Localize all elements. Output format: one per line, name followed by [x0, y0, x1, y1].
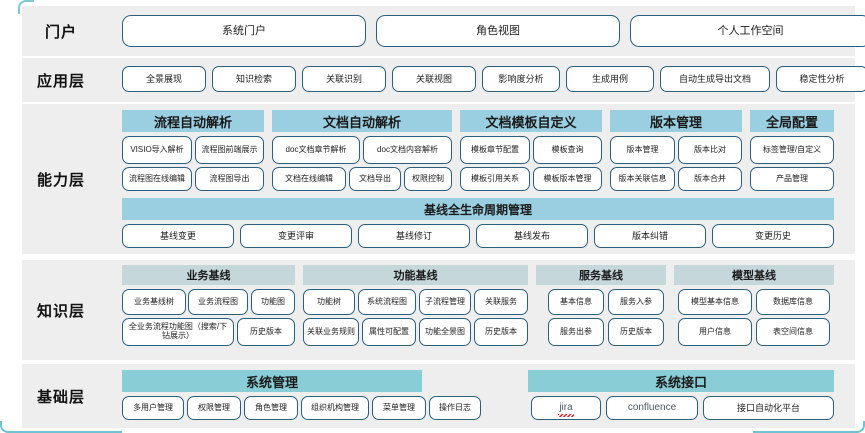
cap-chip-template-query[interactable]: 模板查询	[533, 136, 602, 164]
row-base-body: 系统管理 多用户管理 权限管理 角色管理 组织机构管理 菜单管理 操作日志 系统…	[100, 364, 851, 428]
cap-lifecycle-chip-change-history[interactable]: 变更历史	[712, 224, 834, 248]
know-group-header-function-baseline: 功能基线	[303, 265, 528, 285]
app-chip-auto-export-doc[interactable]: 自动生成导出文档	[660, 66, 770, 92]
row-portal-body: 系统门户 角色视图 个人工作空间	[100, 6, 865, 56]
row-knowledge-label: 知识层	[36, 302, 85, 320]
know-chip-system-flow-chart[interactable]: 系统流程图	[358, 289, 416, 315]
row-capability-label: 能力层	[36, 171, 85, 189]
cap-chip-permission-control[interactable]: 权限控制	[404, 167, 452, 191]
cap-chip-version-merge[interactable]: 版本合并	[678, 167, 742, 191]
know-group-header-service-baseline: 服务基线	[536, 265, 666, 285]
know-chip-database-info[interactable]: 数据库信息	[756, 289, 830, 315]
portal-chip-system-portal[interactable]: 系统门户	[122, 15, 366, 47]
base-chip-org-structure-manage[interactable]: 组织机构管理	[301, 396, 369, 420]
portal-chip-role-view[interactable]: 角色视图	[376, 15, 620, 47]
decorative-corner-bottom-right	[753, 421, 865, 433]
app-chip-stability-analysis[interactable]: 稳定性分析	[776, 66, 865, 92]
base-chip-permission-manage[interactable]: 权限管理	[187, 396, 241, 420]
cap-chip-template-reference[interactable]: 模板引用关系	[460, 167, 530, 191]
know-group-header-business-baseline: 业务基线	[122, 265, 295, 285]
cap-chip-tag-manage-custom[interactable]: 标签管理/自定义	[750, 136, 834, 164]
know-chip-related-service[interactable]: 关联服务	[474, 289, 528, 315]
app-chip-panorama[interactable]: 全景展现	[122, 66, 206, 92]
base-chip-operation-log[interactable]: 操作日志	[429, 396, 481, 420]
cap-chip-doc-export[interactable]: 文档导出	[349, 167, 401, 191]
know-chip-user-info[interactable]: 用户信息	[678, 318, 752, 346]
cap-chip-flow-frontend-display[interactable]: 流程图前端展示	[195, 136, 264, 164]
decorative-corner-bottom-left	[0, 421, 122, 433]
cap-group-header-doc-template: 文档模板自定义	[460, 110, 602, 132]
cap-lifecycle-chip-version-correction[interactable]: 版本纠错	[594, 224, 706, 248]
row-capability-body: 流程自动解析 VISIO导入解析 流程图前端展示 流程图在线编辑 流程图导出 文…	[100, 104, 851, 254]
cap-group-header-doc-parse: 文档自动解析	[272, 110, 452, 132]
know-chip-function-panorama[interactable]: 功能全景图	[419, 318, 471, 346]
know-chip-business-history-version[interactable]: 历史版本	[237, 318, 295, 346]
base-group-header-system-mgmt: 系统管理	[122, 370, 422, 392]
cap-chip-version-manage[interactable]: 版本管理	[610, 136, 675, 164]
base-chip-multi-user-manage[interactable]: 多用户管理	[122, 396, 184, 420]
know-chip-related-business-rule[interactable]: 关联业务规则	[303, 318, 359, 346]
know-chip-tablespace-info[interactable]: 表空间信息	[756, 318, 830, 346]
row-capability: 能力层 流程自动解析 VISIO导入解析 流程图前端展示 流程图在线编辑 流程图…	[22, 104, 855, 254]
know-chip-subflow-manage[interactable]: 子流程管理	[419, 289, 471, 315]
cap-chip-flow-online-edit[interactable]: 流程图在线编辑	[122, 167, 192, 191]
row-application-body: 全景展现 知识检索 关联识别 关联视图 影响度分析 生成用例 自动生成导出文档 …	[100, 58, 865, 102]
know-chip-business-flow-chart[interactable]: 业务流程图	[188, 289, 248, 315]
app-chip-relation-identify[interactable]: 关联识别	[302, 66, 386, 92]
row-base-label: 基础层	[36, 388, 85, 406]
row-portal: 门户 系统门户 角色视图 个人工作空间	[22, 6, 865, 56]
row-knowledge-body: 业务基线 业务基线树 业务流程图 功能图 全业务流程功能图（搜索/下钻展示） 历…	[100, 260, 851, 360]
cap-chip-doc-chapter-parse[interactable]: doc文档章节解析	[272, 136, 360, 164]
know-chip-function-chart[interactable]: 功能图	[251, 289, 295, 315]
base-chip-interface-automation-platform[interactable]: 接口自动化平台	[703, 396, 834, 420]
cap-lifecycle-chip-change-review[interactable]: 变更评审	[240, 224, 352, 248]
cap-group-header-process-parse: 流程自动解析	[122, 110, 264, 132]
cap-group-header-version-mgmt: 版本管理	[610, 110, 742, 132]
cap-chip-version-compare[interactable]: 版本比对	[678, 136, 742, 164]
row-application-label: 应用层	[36, 72, 85, 90]
base-chip-jira[interactable]: jira	[531, 396, 601, 420]
know-chip-full-business-flow-function-chart[interactable]: 全业务流程功能图（搜索/下钻展示）	[122, 318, 234, 346]
cap-lifecycle-header: 基线全生命周期管理	[122, 198, 834, 220]
cap-chip-template-version-mgmt[interactable]: 模板版本管理	[533, 167, 602, 191]
cap-lifecycle-chip-baseline-revise[interactable]: 基线修订	[358, 224, 470, 248]
row-base: 基础层 系统管理 多用户管理 权限管理 角色管理 组织机构管理 菜单管理 操作日…	[22, 364, 855, 428]
know-chip-attribute-configurable[interactable]: 属性可配置	[362, 318, 416, 346]
cap-lifecycle-chip-baseline-publish[interactable]: 基线发布	[476, 224, 588, 248]
cap-chip-product-manage[interactable]: 产品管理	[750, 167, 834, 191]
row-knowledge: 知识层 业务基线 业务基线树 业务流程图 功能图 全业务流程功能图（搜索/下钻展…	[22, 260, 855, 360]
base-group-header-system-interface: 系统接口	[528, 370, 834, 392]
know-chip-service-history-version[interactable]: 历史版本	[608, 318, 664, 346]
know-chip-service-output-param[interactable]: 服务出参	[548, 318, 604, 346]
app-chip-relation-view[interactable]: 关联视图	[392, 66, 476, 92]
know-chip-service-input-param[interactable]: 服务入参	[608, 289, 664, 315]
jira-label: jira	[558, 402, 575, 417]
base-chip-role-manage[interactable]: 角色管理	[244, 396, 298, 420]
app-chip-impact-analysis[interactable]: 影响度分析	[482, 66, 560, 92]
cap-lifecycle-chip-baseline-change[interactable]: 基线变更	[122, 224, 234, 248]
cap-chip-flow-export[interactable]: 流程图导出	[195, 167, 264, 191]
app-chip-generate-case[interactable]: 生成用例	[566, 66, 654, 92]
know-chip-business-baseline-tree[interactable]: 业务基线树	[122, 289, 186, 315]
cap-chip-template-chapter-config[interactable]: 模板章节配置	[460, 136, 530, 164]
cap-chip-doc-online-edit[interactable]: 文档在线编辑	[272, 167, 346, 191]
know-chip-service-basic-info[interactable]: 基本信息	[548, 289, 604, 315]
base-chip-menu-manage[interactable]: 菜单管理	[372, 396, 426, 420]
row-portal-label: 门户	[44, 23, 77, 41]
cap-chip-doc-content-parse[interactable]: doc文档内容解析	[363, 136, 452, 164]
base-chip-confluence[interactable]: confluence	[606, 396, 698, 420]
cap-group-header-global-config: 全局配置	[750, 110, 834, 132]
decorative-corner-top-left	[18, 0, 34, 14]
know-chip-model-basic-info[interactable]: 模型基本信息	[678, 289, 752, 315]
cap-chip-version-relation-info[interactable]: 版本关联信息	[610, 167, 675, 191]
know-chip-function-tree[interactable]: 功能树	[303, 289, 355, 315]
know-chip-function-history-version[interactable]: 历史版本	[474, 318, 528, 346]
app-chip-knowledge-search[interactable]: 知识检索	[212, 66, 296, 92]
row-application: 应用层 全景展现 知识检索 关联识别 关联视图 影响度分析 生成用例 自动生成导…	[22, 58, 865, 102]
portal-chip-personal-workspace[interactable]: 个人工作空间	[630, 15, 865, 47]
cap-chip-visio-import[interactable]: VISIO导入解析	[122, 136, 192, 164]
know-group-header-model-baseline: 模型基线	[674, 265, 834, 285]
